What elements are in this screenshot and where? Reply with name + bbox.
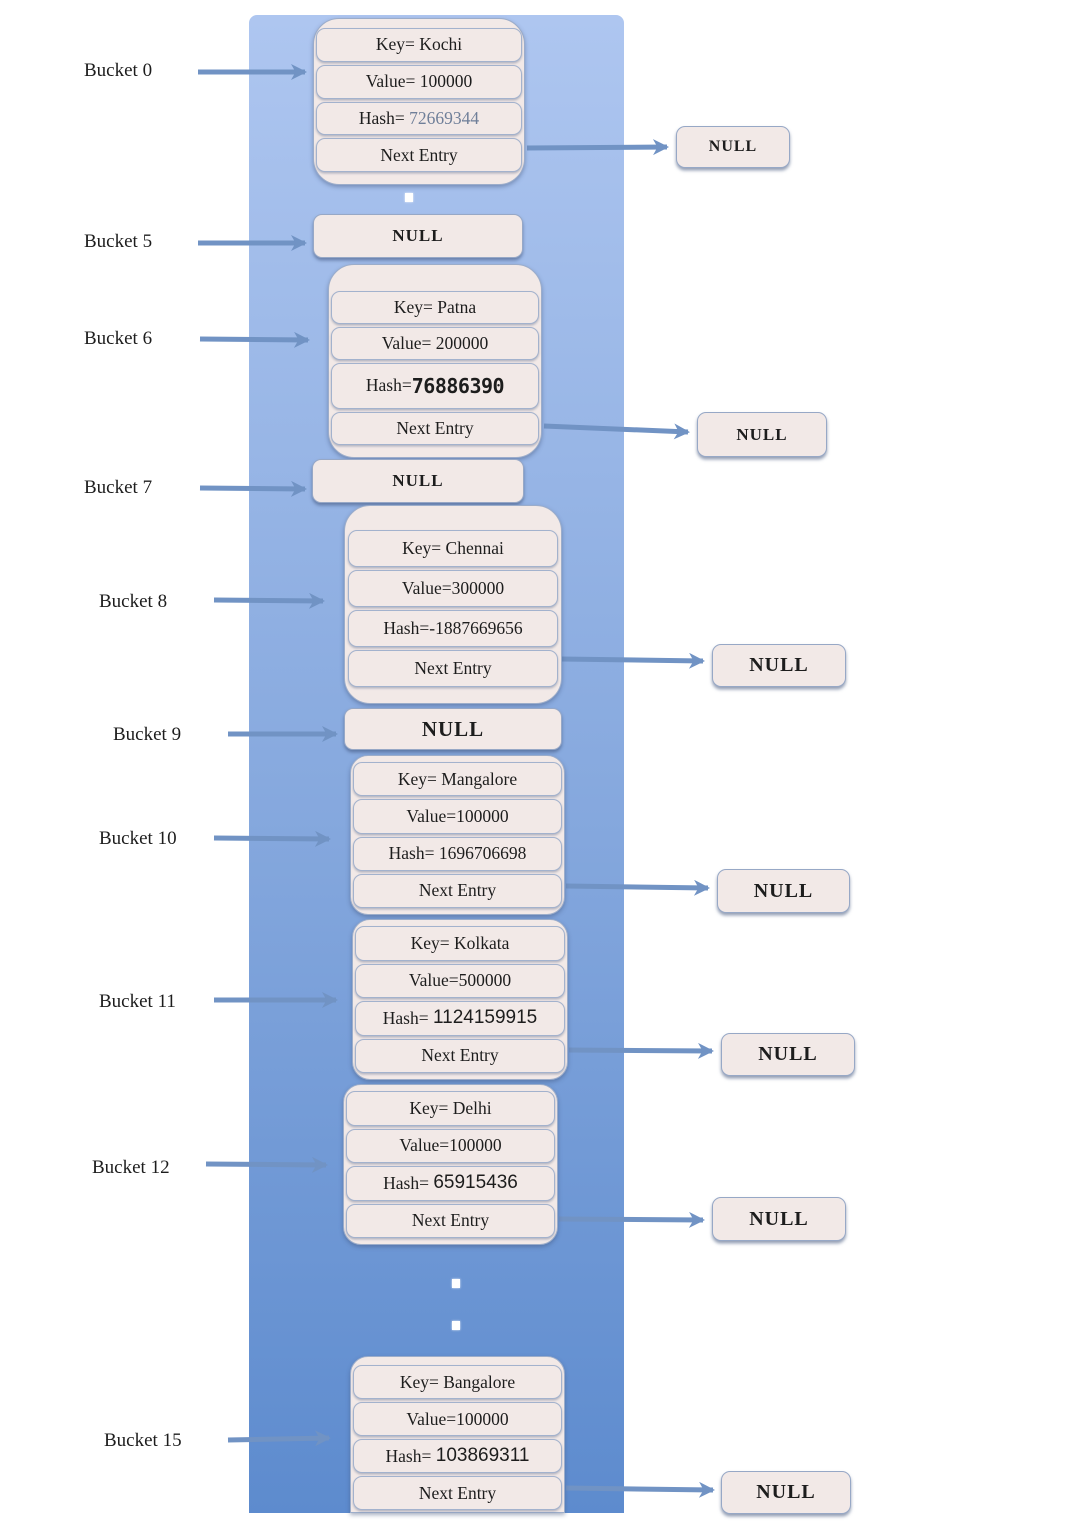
ellipsis-dot xyxy=(452,1321,460,1330)
entry-node-delhi: Key= Delhi Value=100000 Hash= 65915436 N… xyxy=(343,1084,558,1245)
bucket-6-label: Bucket 6 xyxy=(84,328,153,349)
bucket-5-label: Bucket 5 xyxy=(84,231,153,252)
entry-node-chennai: Key= Chennai Value=300000 Hash=-18876696… xyxy=(344,505,562,704)
entry-hash-row: Hash=-1887669656 xyxy=(348,610,558,647)
null-terminator-chennai: NULL xyxy=(712,644,846,687)
entry-next-row: Next Entry xyxy=(355,1038,565,1073)
bucket-12-label: Bucket 12 xyxy=(92,1157,170,1178)
entry-value-row: Value=100000 xyxy=(353,799,562,834)
bucket-7-label: Bucket 7 xyxy=(84,477,153,498)
entry-key-row: Key= Delhi xyxy=(346,1091,555,1126)
null-terminator-mangalore: NULL xyxy=(717,869,850,913)
entry-node-kolkata: Key= Kolkata Value=500000 Hash= 11241599… xyxy=(352,919,568,1080)
entry-node-mangalore: Key= Mangalore Value=100000 Hash= 169670… xyxy=(350,755,565,915)
entry-next-row: Next Entry xyxy=(316,138,522,172)
bucket-7-null-node: NULL xyxy=(312,459,524,503)
entry-value-row: Value=100000 xyxy=(353,1402,562,1436)
entry-key-row: Key= Chennai xyxy=(348,530,558,567)
entry-hash-row: Hash= 1124159915 xyxy=(355,1001,565,1036)
entry-key-row: Key= Mangalore xyxy=(353,762,562,797)
ellipsis-dot xyxy=(452,1279,460,1288)
entry-key-row: Key= Bangalore xyxy=(353,1365,562,1399)
entry-key-row: Key= Kolkata xyxy=(355,926,565,961)
bucket-9-label: Bucket 9 xyxy=(113,724,182,745)
entry-node-bangalore: Key= Bangalore Value=100000 Hash= 103869… xyxy=(350,1356,565,1513)
bucket-8-label: Bucket 8 xyxy=(99,591,168,612)
entry-value-row: Value= 200000 xyxy=(331,326,539,360)
entry-hash-row: Hash=76886390 xyxy=(331,362,539,410)
entry-hash-row: Hash= 103869311 xyxy=(353,1439,562,1473)
null-terminator-delhi: NULL xyxy=(712,1197,846,1241)
bucket-15-label: Bucket 15 xyxy=(104,1430,182,1451)
null-terminator-kochi: NULL xyxy=(676,126,790,168)
entry-hash-row: Hash= 1696706698 xyxy=(353,836,562,871)
entry-key-row: Key= Kochi xyxy=(316,28,522,62)
bucket-11-label: Bucket 11 xyxy=(99,991,176,1012)
entry-hash-row: Hash= 65915436 xyxy=(346,1166,555,1201)
null-terminator-kolkata: NULL xyxy=(721,1033,855,1076)
null-terminator-patna: NULL xyxy=(697,412,827,457)
entry-next-row: Next Entry xyxy=(348,650,558,687)
entry-node-kochi: Key= Kochi Value= 100000 Hash= 72669344 … xyxy=(313,18,525,185)
entry-value-row: Value=100000 xyxy=(346,1128,555,1163)
ellipsis-dot xyxy=(405,193,413,202)
bucket-0-label: Bucket 0 xyxy=(84,60,153,81)
entry-value-row: Value= 100000 xyxy=(316,64,522,99)
entry-value-row: Value=300000 xyxy=(348,570,558,607)
entry-node-patna: Key= Patna Value= 200000 Hash=76886390 N… xyxy=(328,264,542,458)
entry-hash-row: Hash= 72669344 xyxy=(316,101,522,136)
entry-key-row: Key= Patna xyxy=(331,291,539,324)
entry-next-row: Next Entry xyxy=(346,1203,555,1238)
entry-next-row: Next Entry xyxy=(353,873,562,908)
bucket-5-null-node: NULL xyxy=(313,214,523,258)
entry-next-row: Next Entry xyxy=(353,1476,562,1510)
bucket-10-label: Bucket 10 xyxy=(99,828,177,849)
null-terminator-bangalore: NULL xyxy=(721,1471,851,1514)
entry-value-row: Value=500000 xyxy=(355,963,565,998)
bucket-9-null-node: NULL xyxy=(344,708,562,750)
entry-next-row: Next Entry xyxy=(331,412,539,445)
